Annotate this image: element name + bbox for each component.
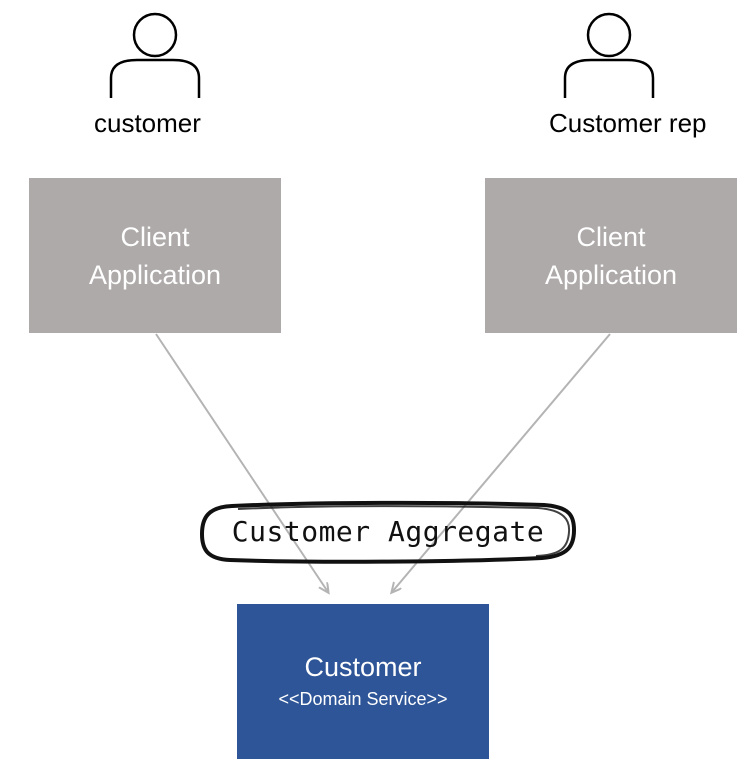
service-title: Customer [304, 651, 422, 682]
aggregate-annotation: Customer Aggregate [198, 500, 578, 564]
arrow-left-client-to-service [155, 333, 328, 592]
domain-service-box: Customer <<Domain Service>> [237, 604, 489, 759]
client-label-line1: Client [576, 221, 646, 252]
person-icon [563, 12, 655, 98]
actor-customer-rep [549, 8, 669, 104]
client-application-box-left: Client Application [29, 178, 281, 333]
arrow-right-client-to-service [392, 333, 611, 592]
hand-drawn-outline [200, 500, 576, 564]
client-application-box-right: Client Application [485, 178, 737, 333]
service-stereotype: <<Domain Service>> [278, 688, 448, 709]
person-icon [109, 12, 201, 98]
client-label-line2: Application [88, 259, 222, 290]
aggregate-label-text: Customer Aggregate [231, 514, 545, 548]
actor-label-customer: customer [94, 108, 201, 138]
actor-customer [95, 8, 215, 104]
actor-label-customer-rep: Customer rep [549, 108, 707, 138]
client-label-line2: Application [544, 259, 678, 290]
client-label-line1: Client [120, 221, 190, 252]
